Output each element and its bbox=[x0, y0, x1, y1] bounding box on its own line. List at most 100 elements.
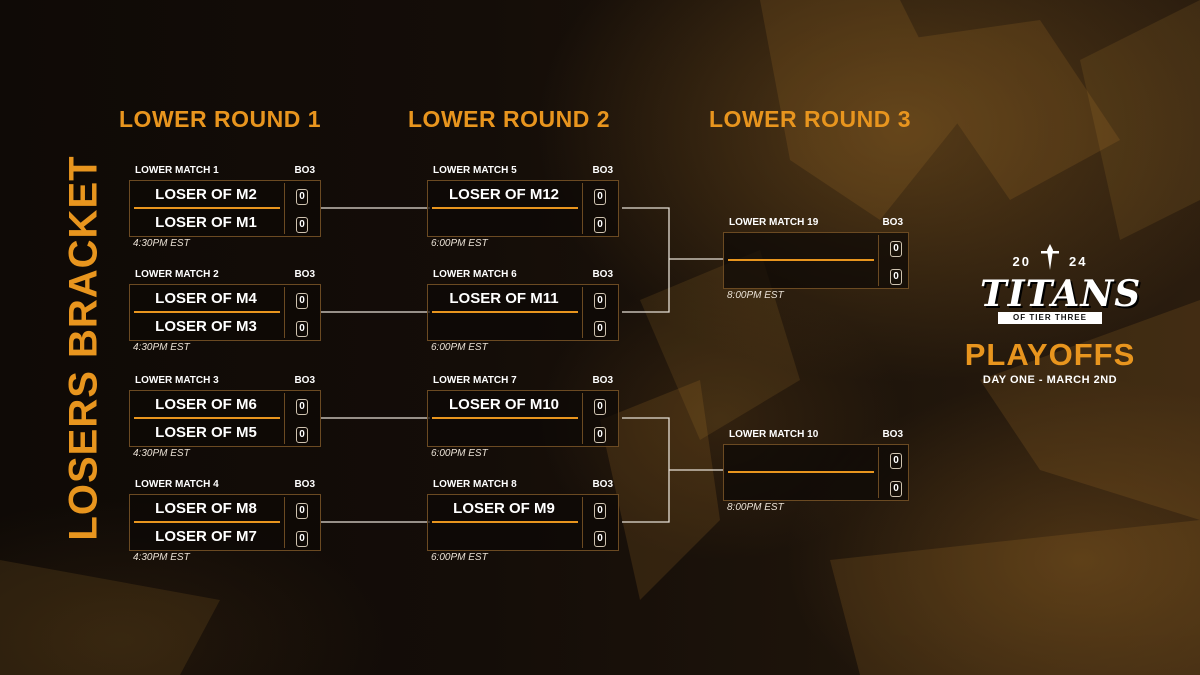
round-1-title: LOWER ROUND 1 bbox=[119, 106, 321, 132]
match-label: LOWER MATCH 8 bbox=[433, 479, 517, 490]
match-format: BO3 bbox=[882, 429, 903, 440]
match-label: LOWER MATCH 6 bbox=[433, 269, 517, 280]
score-divider bbox=[582, 287, 583, 338]
match-label: LOWER MATCH 10 bbox=[729, 429, 819, 440]
team-name: LOSER OF M3 bbox=[155, 318, 257, 335]
team-name: LOSER OF M9 bbox=[453, 500, 555, 517]
match-time: 4:30PM EST bbox=[133, 448, 190, 459]
team-score: 0 bbox=[881, 261, 911, 288]
round-2-title: LOWER ROUND 2 bbox=[408, 106, 610, 132]
row-separator bbox=[728, 259, 874, 261]
team-row[interactable]: 0 bbox=[724, 261, 908, 288]
match-lower-19[interactable]: LOWER MATCH 19 BO3 0 0 8:00PM EST bbox=[723, 217, 909, 308]
team-row[interactable]: LOSER OF M2 0 bbox=[130, 181, 320, 208]
team-score: 0 bbox=[585, 419, 615, 446]
team-name: LOSER OF M8 bbox=[155, 500, 257, 517]
match-lower-8[interactable]: LOWER MATCH 8 BO3 LOSER OF M9 0 0 6:00PM … bbox=[427, 479, 619, 570]
match-format: BO3 bbox=[592, 479, 613, 490]
team-score: 0 bbox=[287, 313, 317, 340]
row-separator bbox=[134, 521, 280, 523]
team-row[interactable]: LOSER OF M9 0 bbox=[428, 495, 618, 522]
team-row[interactable]: 0 bbox=[428, 523, 618, 550]
match-format: BO3 bbox=[294, 165, 315, 176]
match-box: 0 0 bbox=[723, 444, 909, 501]
match-label: LOWER MATCH 19 bbox=[729, 217, 819, 228]
match-time: 6:00PM EST bbox=[431, 238, 488, 249]
team-score: 0 bbox=[585, 285, 615, 312]
team-name bbox=[724, 233, 876, 260]
match-lower-10[interactable]: LOWER MATCH 10 BO3 0 0 8:00PM EST bbox=[723, 429, 909, 520]
match-time: 6:00PM EST bbox=[431, 552, 488, 563]
match-time: 8:00PM EST bbox=[727, 290, 784, 301]
score-divider bbox=[284, 183, 285, 234]
team-score: 0 bbox=[287, 181, 317, 208]
row-separator bbox=[134, 311, 280, 313]
row-separator bbox=[728, 471, 874, 473]
team-row[interactable]: 0 bbox=[724, 473, 908, 500]
event-title: PLAYOFFS bbox=[964, 337, 1136, 372]
team-name: LOSER OF M5 bbox=[155, 424, 257, 441]
team-name bbox=[724, 473, 876, 500]
team-row[interactable]: 0 bbox=[428, 419, 618, 446]
match-box: LOSER OF M9 0 0 bbox=[427, 494, 619, 551]
score-divider bbox=[284, 497, 285, 548]
team-row[interactable]: 0 bbox=[428, 313, 618, 340]
team-score: 0 bbox=[287, 391, 317, 418]
team-row[interactable]: LOSER OF M3 0 bbox=[130, 313, 320, 340]
score-divider bbox=[284, 287, 285, 338]
event-wordmark: TITANS bbox=[980, 273, 1142, 315]
match-label: LOWER MATCH 3 bbox=[135, 375, 219, 386]
team-name bbox=[428, 209, 580, 236]
team-score: 0 bbox=[881, 473, 911, 500]
team-name: LOSER OF M2 bbox=[155, 186, 257, 203]
sword-emblem-icon bbox=[1041, 244, 1059, 270]
match-time: 4:30PM EST bbox=[133, 342, 190, 353]
match-box: 0 0 bbox=[723, 232, 909, 289]
team-row[interactable]: 0 bbox=[724, 445, 908, 472]
team-score: 0 bbox=[585, 391, 615, 418]
match-format: BO3 bbox=[592, 269, 613, 280]
match-box: LOSER OF M11 0 0 bbox=[427, 284, 619, 341]
team-name bbox=[428, 313, 580, 340]
match-time: 6:00PM EST bbox=[431, 448, 488, 459]
score-divider bbox=[878, 447, 879, 498]
team-row[interactable]: 0 bbox=[428, 209, 618, 236]
team-row[interactable]: LOSER OF M11 0 bbox=[428, 285, 618, 312]
team-score: 0 bbox=[585, 313, 615, 340]
team-name bbox=[724, 261, 876, 288]
team-name: LOSER OF M11 bbox=[449, 290, 559, 307]
round-3-title: LOWER ROUND 3 bbox=[709, 106, 911, 132]
event-wordmark-sub: OF TIER THREE bbox=[998, 312, 1102, 324]
match-label: LOWER MATCH 2 bbox=[135, 269, 219, 280]
team-row[interactable]: 0 bbox=[724, 233, 908, 260]
team-score: 0 bbox=[585, 495, 615, 522]
match-format: BO3 bbox=[294, 269, 315, 280]
match-time: 4:30PM EST bbox=[133, 238, 190, 249]
team-score: 0 bbox=[287, 523, 317, 550]
row-separator bbox=[432, 521, 578, 523]
team-score: 0 bbox=[287, 285, 317, 312]
losers-bracket-title: LOSERS BRACKET bbox=[61, 155, 106, 541]
